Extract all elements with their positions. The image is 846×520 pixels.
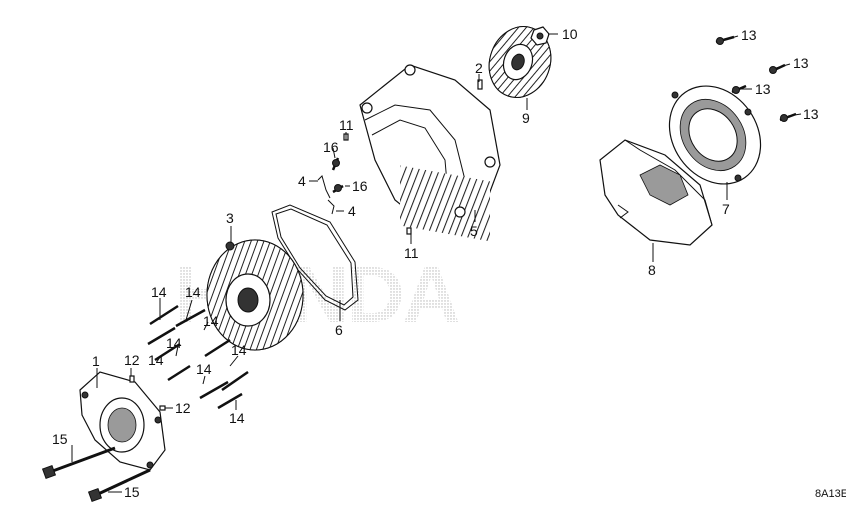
part-5-housing — [359, 64, 501, 242]
callout-14f: 14 — [231, 342, 247, 358]
callout-14a: 14 — [151, 284, 167, 300]
part-6-gasket — [271, 204, 359, 311]
part-7-cover-plate — [668, 85, 762, 185]
fasteners — [41, 35, 797, 503]
callout-15a: 15 — [52, 431, 68, 447]
callout-3: 3 — [226, 210, 234, 226]
callout-1: 1 — [92, 353, 100, 369]
callout-5: 5 — [470, 223, 478, 239]
callout-11a: 11 — [339, 117, 354, 133]
leader-lines — [71, 33, 802, 493]
callout-13a: 13 — [741, 27, 757, 43]
callout-13b: 13 — [793, 55, 809, 71]
callout-11b: 11 — [404, 245, 419, 261]
callout-4b: 4 — [348, 203, 356, 219]
callout-6: 6 — [335, 322, 343, 338]
diagram-code: 8A13E — [815, 488, 846, 500]
callout-14e: 14 — [148, 352, 164, 368]
part-1-bearing-housing — [79, 371, 166, 471]
callout-14b: 14 — [185, 284, 201, 300]
part-10-nut — [530, 26, 550, 46]
callout-15b: 15 — [124, 484, 140, 500]
callout-13d: 13 — [803, 106, 819, 122]
callout-9: 9 — [522, 110, 530, 126]
callout-13c: 13 — [755, 81, 771, 97]
callout-16b: 16 — [352, 178, 368, 194]
callout-labels: 1 2 3 4 4 5 6 7 8 9 10 11 11 12 12 13 13… — [52, 26, 819, 500]
part-8-shroud — [599, 139, 713, 246]
part-3-stator — [206, 239, 304, 351]
part-9-fan — [488, 26, 552, 98]
callout-12b: 12 — [175, 400, 191, 416]
callout-12a: 12 — [124, 352, 140, 368]
callout-14g: 14 — [196, 361, 212, 377]
callout-14d: 14 — [166, 335, 182, 351]
callout-4a: 4 — [298, 173, 306, 189]
callout-14c: 14 — [203, 313, 219, 329]
callout-16a: 16 — [323, 139, 339, 155]
callout-8: 8 — [648, 262, 656, 278]
callout-2: 2 — [475, 60, 483, 76]
callout-10: 10 — [562, 26, 578, 42]
callout-7: 7 — [722, 201, 730, 217]
part-2-key — [477, 79, 483, 90]
callout-14h: 14 — [229, 410, 245, 426]
